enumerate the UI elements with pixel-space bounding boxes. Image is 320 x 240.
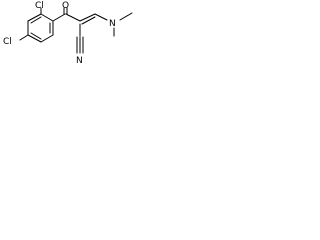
- atom-oxygen: O: [62, 1, 69, 11]
- bond-alkene-n: [94, 13, 108, 21]
- bond-n-methyl-up: [119, 12, 133, 21]
- atom-cl-top: Cl: [35, 1, 44, 11]
- atom-n-nitrile: N: [76, 56, 83, 66]
- structure-diagram: Cl Cl O N N: [0, 0, 151, 84]
- ring-bond-c5-c6: [40, 34, 54, 43]
- ring-bond-c4-c5: [27, 34, 42, 43]
- ring-inner-double-2: [30, 32, 42, 40]
- molecule-svg: Cl Cl O N N: [3, 1, 133, 66]
- bond-alkene-1: [79, 13, 96, 22]
- ring-bond-c1-c2: [40, 13, 54, 22]
- atom-cl-left: Cl: [3, 37, 12, 47]
- atom-n-amine: N: [109, 19, 116, 29]
- ring-inner-double-1: [30, 16, 42, 24]
- bond-ring-carbonyl: [52, 13, 66, 22]
- bond-ring-cl-left: [19, 34, 29, 41]
- bond-alkene-2: [81, 16, 96, 25]
- ring-bond-c2-c3: [27, 13, 42, 22]
- bond-carbonyl-alkene: [65, 13, 81, 22]
